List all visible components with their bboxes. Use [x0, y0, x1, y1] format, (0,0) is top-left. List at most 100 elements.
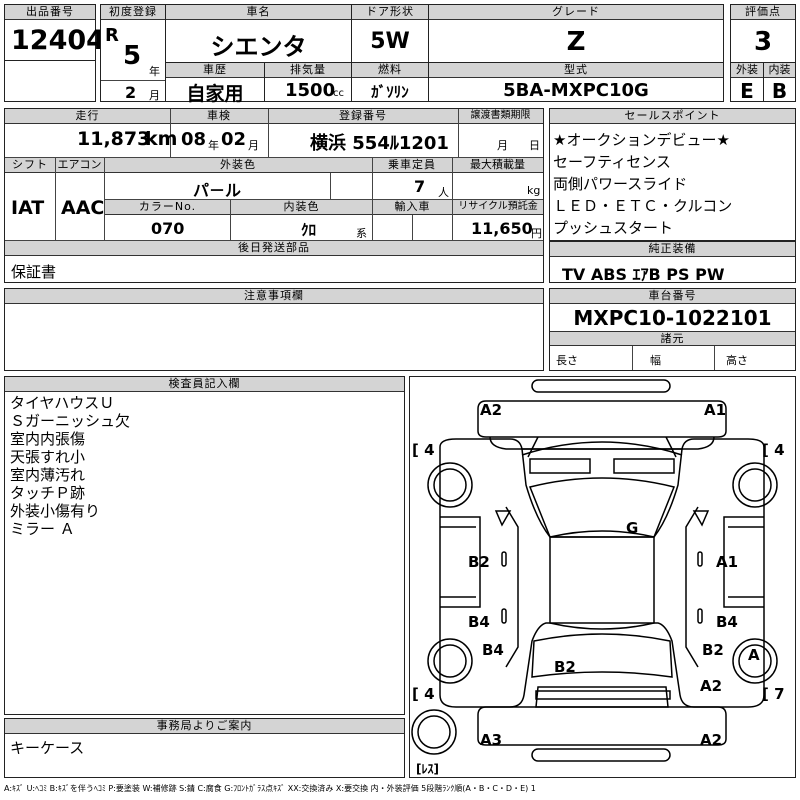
office-notice: キーケース	[10, 739, 85, 757]
fuel-box: 燃料 ｶﾞｿﾘﾝ	[351, 62, 429, 102]
grade: Z	[566, 27, 586, 57]
interior-label: 内装	[764, 63, 795, 78]
transfer-month-unit: 月	[497, 139, 508, 152]
mark-rear-glass: B2	[554, 658, 576, 676]
shift-label: シフト	[5, 158, 55, 173]
mark-right-rear-door: B4	[716, 613, 738, 631]
ac: AAC	[61, 197, 105, 219]
registration-month: 2	[125, 83, 137, 102]
year-unit: 年	[149, 65, 160, 78]
score-box: 評価点 3	[730, 4, 796, 63]
exterior-box: 外装 E	[730, 62, 764, 103]
equipment: TV ABS ｴｱB PS PW	[562, 265, 725, 284]
mark-left-quarter: B4	[482, 641, 504, 659]
mileage-label: 走行	[5, 109, 170, 124]
caution-box: 注意事項欄	[4, 288, 544, 371]
mark-front-left: A2	[480, 401, 502, 419]
mark-rear-bumper-right: A2	[700, 731, 722, 749]
ac-label: エアコン	[55, 158, 104, 173]
inspector-notes-box: 検査員記入欄 タイヤハウスＵ Ｓガーニッシュ欠 室内内張傷 天張すれ小 室内薄汚…	[4, 376, 405, 715]
exterior-color: パ－ル	[193, 181, 242, 200]
tire-front-left: [ 4	[412, 441, 435, 459]
fuel: ｶﾞｿﾘﾝ	[371, 83, 409, 101]
inspection-year: 08	[181, 129, 207, 150]
inspector-notes-label: 検査員記入欄	[5, 377, 404, 392]
mark-right-quarter: B2	[702, 641, 724, 659]
recycle-unit: 円	[531, 227, 542, 240]
car-name-box: 車名 シエンタ	[165, 4, 352, 63]
caution-label: 注意事項欄	[5, 289, 543, 304]
office-notice-box: 事務局よりご案内 キーケース	[4, 718, 405, 778]
chassis-box: 車台番号 MXPC10-1022101 諸元 長さ 幅 高さ	[549, 288, 796, 371]
sales-point-item: ★オークションデビュー★	[553, 131, 730, 149]
inspector-note: 室内内張傷	[10, 430, 86, 448]
capacity: 7	[414, 177, 426, 196]
interior-color-label: 内装色	[231, 200, 372, 215]
inspector-note: 室内薄汚れ	[10, 466, 86, 484]
transfer-day-unit: 日	[529, 139, 540, 152]
first-registration-box: 初度登録 R 5 年 2 月	[100, 4, 166, 102]
tire-front-right: [ 4	[762, 441, 785, 459]
sales-point-item: セーフティセンス	[553, 153, 671, 171]
mileage-unit: km	[145, 128, 178, 150]
chassis-label: 車台番号	[550, 289, 795, 304]
plate-label: 登録番号	[268, 109, 458, 124]
model-code: 5BA-MXPC10G	[503, 80, 649, 101]
inspector-note: ミラー Ａ	[10, 520, 75, 538]
history-label: 車歴	[166, 63, 264, 78]
score: 3	[753, 27, 773, 57]
damage-diagram-box: A2 A1 G B2 A1 B4 B4 B4 B2 B2 A A2 A3 A2 …	[409, 376, 796, 778]
exterior-label: 外装	[731, 63, 763, 78]
damage-legend: A:ｷｽﾞ U:ﾍｺﾐ B:ｷｽﾞを伴うﾍｺﾐ P:要塗装 W:補修跡 S:錆 …	[4, 784, 536, 793]
door-box: ドア形状 5W	[351, 4, 429, 63]
interior-color: ｸﾛ	[301, 221, 317, 239]
sales-points-label: セールスポイント	[550, 109, 795, 124]
later-parts-label: 後日発送部品	[5, 241, 543, 256]
exterior-color-label: 外装色	[104, 158, 372, 173]
chassis-number: MXPC10-1022101	[573, 306, 772, 330]
shift: IAT	[11, 197, 45, 219]
first-registration-label: 初度登録	[101, 5, 165, 20]
equipment-box: 純正装備 TV ABS ｴｱB PS PW	[549, 241, 796, 284]
car-name: シエンタ	[210, 33, 307, 61]
displacement-box: 排気量 1500 cc	[264, 62, 352, 102]
length-label: 長さ	[556, 354, 578, 367]
inspector-note: Ｓガーニッシュ欠	[10, 412, 131, 430]
lot-extra-box	[4, 60, 96, 102]
sales-point-item: ＬＥＤ・ＥＴＣ・クルコン	[553, 197, 733, 215]
door-type: 5W	[370, 29, 410, 54]
recycle-label: リサイクル預託金	[453, 200, 543, 215]
inspection-month: 02	[221, 129, 247, 150]
mark-left-front-door: B2	[468, 553, 490, 571]
registration-year: 5	[123, 41, 142, 71]
mark-right-rear-wheel: A	[748, 646, 760, 664]
exterior-grade: E	[740, 79, 754, 103]
tire-rear-left: [ 4	[412, 685, 435, 703]
mark-roof: G	[626, 519, 638, 537]
inspection-year-unit: 年	[208, 139, 219, 152]
lot-number-label: 出品番号	[5, 5, 95, 20]
color-no-label: カラーNo.	[105, 200, 230, 215]
history-box: 車歴 自家用	[165, 62, 265, 105]
grade-box: グレード Z	[428, 4, 724, 63]
capacity-label: 乗車定員	[372, 158, 452, 173]
tire-rear-right: [ 7	[762, 685, 785, 703]
max-load-unit: kg	[527, 184, 541, 197]
vehicle-detail-table: 走行 車検 登録番号 譲渡書類期限 11,873 km 08 年 02 月 横浜…	[4, 108, 544, 283]
model-label: 型式	[429, 63, 723, 78]
sales-point-item: 両側パワースライド	[553, 175, 688, 193]
inspection-month-unit: 月	[248, 139, 259, 152]
lot-number-box: 出品番号 12404	[4, 4, 105, 61]
specs-label: 諸元	[550, 331, 795, 346]
inspector-note: 天張すれ小	[10, 448, 86, 466]
score-label: 評価点	[731, 5, 795, 20]
sales-point-item: プッシュスタート	[553, 219, 674, 237]
mark-rear-bumper-left: A3	[480, 731, 502, 749]
equipment-label: 純正装備	[550, 242, 795, 257]
interior-box: 内装 B	[763, 62, 796, 103]
mark-front-right: A1	[704, 401, 726, 419]
plate-number: 横浜 554ﾙ1201	[310, 133, 449, 154]
interior-color-unit: 系	[356, 227, 367, 240]
capacity-unit: 人	[438, 186, 449, 199]
displacement: 1500	[285, 80, 336, 101]
